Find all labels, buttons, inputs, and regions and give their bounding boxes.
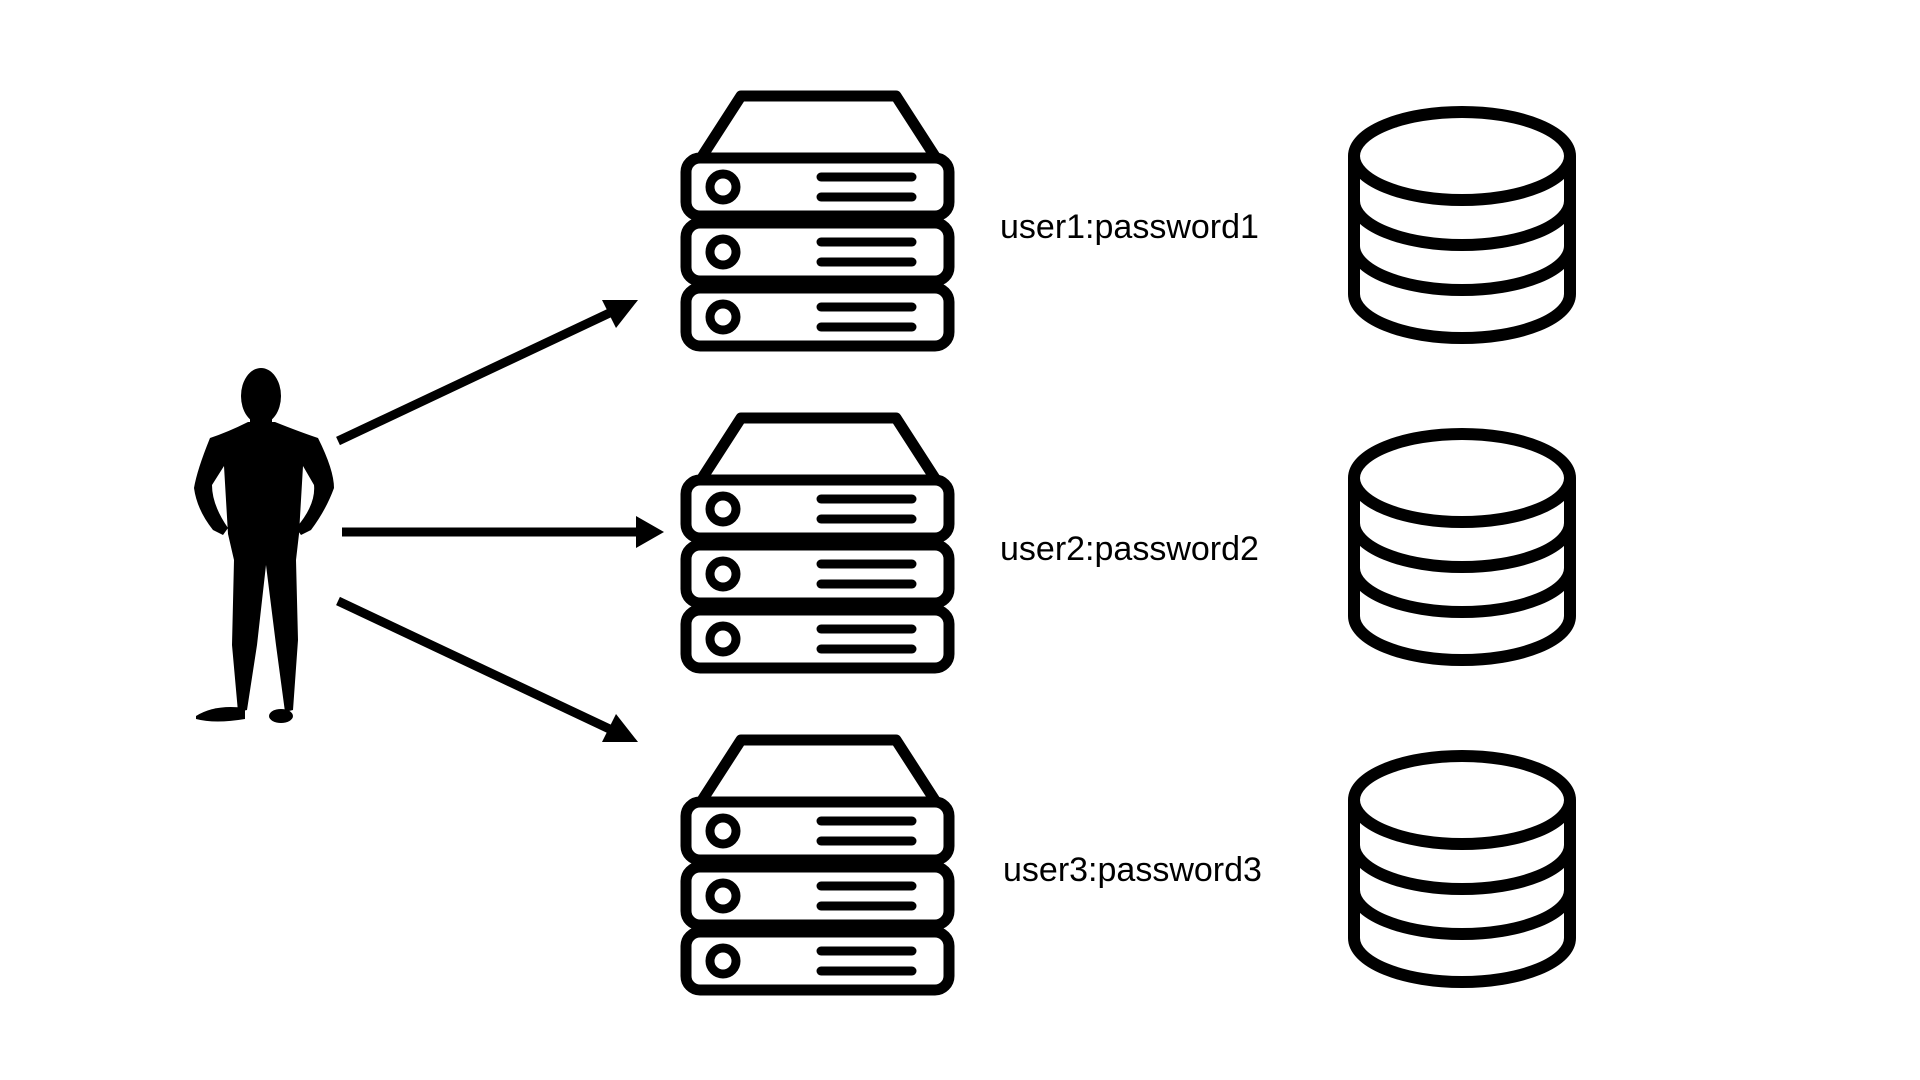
database-icon [1354,112,1570,338]
arrow-to-server-2 [342,516,664,548]
person-silhouette-icon [194,368,334,723]
database-2 [1354,434,1570,660]
credential-label-1: user1:password1 [1000,208,1259,246]
database-1 [1354,112,1570,338]
credential-label-2: user2:password2 [1000,530,1259,568]
arrow-to-server-3 [336,596,638,742]
database-icon [1354,434,1570,660]
server-3 [686,740,949,990]
server-stack-icon [686,96,949,346]
server-stack-icon [686,418,949,668]
server-1 [686,96,949,346]
database-3 [1354,756,1570,982]
arrow-to-server-1 [336,300,638,446]
server-2 [686,418,949,668]
credential-label-3: user3:password3 [1003,851,1262,889]
database-icon [1354,756,1570,982]
server-stack-icon [686,740,949,990]
